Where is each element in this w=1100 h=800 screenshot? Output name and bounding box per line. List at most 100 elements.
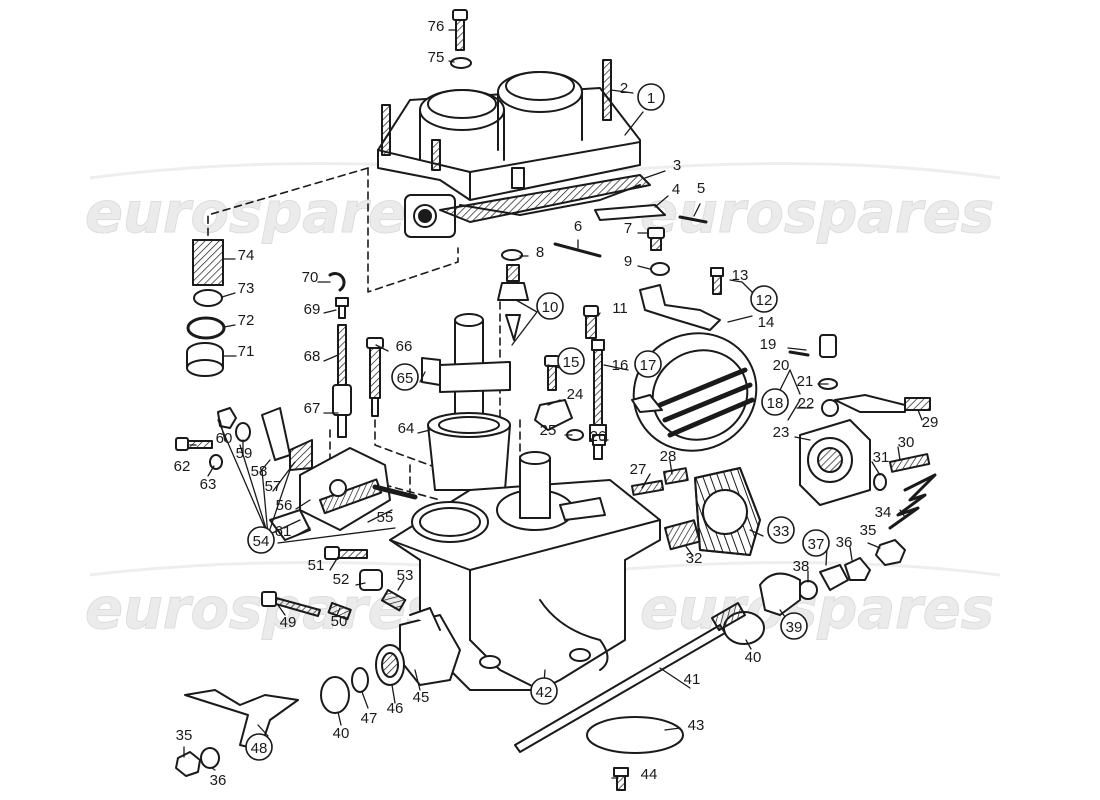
callout-circle-39 (780, 612, 808, 640)
watermark-bottom-right: eurospares (640, 577, 994, 642)
callout-label-30: 30 (898, 434, 915, 451)
part-33-diaphragm (694, 467, 761, 556)
callout-label-15: 15 (563, 354, 580, 371)
part-5-pin (678, 215, 708, 224)
part-28-spring (663, 467, 689, 485)
callout-circle-42 (530, 677, 558, 705)
watermark-top-right: eurospares (640, 181, 994, 246)
callout-label-36: 36 (836, 534, 853, 551)
part-29-lever (834, 394, 931, 413)
part-39-cam (759, 572, 801, 616)
part-37-lever (819, 564, 849, 591)
part-13-screw (710, 267, 724, 295)
part-51-screw (324, 546, 368, 560)
callout-label-49: 49 (280, 614, 297, 631)
part-63-washer (209, 454, 223, 470)
callout-circle-48 (245, 733, 273, 761)
callout-label-41: 41 (684, 671, 701, 688)
callout-label-38: 38 (793, 558, 810, 575)
part-11-idle-jet (583, 305, 599, 339)
callout-label-47: 47 (361, 710, 378, 727)
part-52-sleeve (359, 569, 383, 591)
callout-label-12: 12 (756, 292, 773, 309)
part-56-pump-cover (299, 447, 418, 531)
callout-label-35: 35 (860, 522, 877, 539)
callout-label-70: 70 (302, 269, 319, 286)
callout-label-13: 13 (732, 267, 749, 284)
part-32-spring (664, 519, 701, 551)
part-40-disc-left (320, 676, 350, 714)
callout-label-29: 29 (922, 414, 939, 431)
callout-label-27: 27 (630, 461, 647, 478)
part-14-lever (639, 284, 721, 331)
part-64-float-bowl (427, 412, 511, 491)
callout-label-66: 66 (396, 338, 413, 355)
part-43-throttle-plate (586, 716, 684, 754)
callout-label-44: 44 (641, 766, 658, 783)
part-75-washer (450, 57, 472, 69)
part-53-spring (381, 589, 407, 612)
part-70-clip (328, 272, 346, 292)
callout-label-4: 4 (672, 181, 680, 198)
callout-circle-37 (802, 529, 830, 557)
part-59-washer (235, 422, 251, 442)
callout-label-46: 46 (387, 700, 404, 717)
part-71-plug (186, 342, 224, 377)
part-15-screw (544, 355, 560, 391)
part-72-gasket (186, 316, 226, 340)
part-6-pin (553, 242, 602, 258)
callout-label-74: 74 (238, 247, 255, 264)
callout-label-60: 60 (216, 430, 233, 447)
part-42-carburettor-body (389, 451, 661, 691)
callout-label-9: 9 (624, 253, 632, 270)
callout-label-54: 54 (253, 533, 270, 550)
part-47-washer (351, 667, 369, 693)
part-68-pump-rod (332, 324, 352, 438)
callout-label-18: 18 (767, 395, 784, 412)
callout-label-21: 21 (797, 373, 814, 390)
callout-label-61: 61 (275, 523, 292, 540)
callout-label-25: 25 (540, 422, 557, 439)
callout-label-48: 48 (251, 740, 268, 757)
callout-label-24: 24 (567, 386, 584, 403)
part-30-screw (889, 453, 931, 473)
callout-label-5: 5 (697, 180, 705, 197)
callout-circle-15 (557, 347, 585, 375)
part-48-lever (184, 689, 299, 751)
callout-label-14: 14 (758, 314, 775, 331)
part-50-spring (327, 602, 352, 621)
part-45-throttle-body-stub (399, 607, 461, 686)
callout-label-36: 36 (210, 772, 227, 789)
callout-label-57: 57 (265, 478, 282, 495)
part-35-nut (875, 539, 906, 566)
watermark-group: eurospares eurospares eurospares eurospa… (85, 162, 1001, 643)
part-34-spring (888, 473, 937, 530)
callout-label-6: 6 (574, 218, 582, 235)
callout-label-56: 56 (276, 497, 293, 514)
watermark-top-left: eurospares (85, 181, 439, 246)
callout-label-17: 17 (640, 357, 657, 374)
part-62-screw (175, 437, 213, 451)
callout-label-32: 32 (686, 550, 703, 567)
part-36-washer-bottom (200, 747, 220, 769)
callout-label-42: 42 (536, 684, 553, 701)
callout-label-72: 72 (238, 312, 255, 329)
callout-circle-12 (750, 285, 778, 313)
part-3-gasket (439, 174, 651, 223)
part-31-washer (873, 473, 887, 491)
callout-circle-17 (634, 350, 662, 378)
callout-circle-18 (761, 388, 789, 416)
callout-label-53: 53 (397, 567, 414, 584)
callout-label-2: 2 (620, 80, 628, 97)
callout-label-63: 63 (200, 476, 217, 493)
callout-label-65: 65 (397, 370, 414, 387)
part-27-screw (631, 479, 665, 496)
part-23-pump-body (799, 419, 871, 506)
part-41-throttle-shaft (514, 602, 746, 753)
callout-label-55: 55 (377, 509, 394, 526)
callout-label-7: 7 (624, 220, 632, 237)
part-9-washer (650, 262, 670, 276)
callout-label-3: 3 (673, 157, 681, 174)
callout-label-26: 26 (590, 428, 607, 445)
callout-label-19: 19 (760, 336, 777, 353)
